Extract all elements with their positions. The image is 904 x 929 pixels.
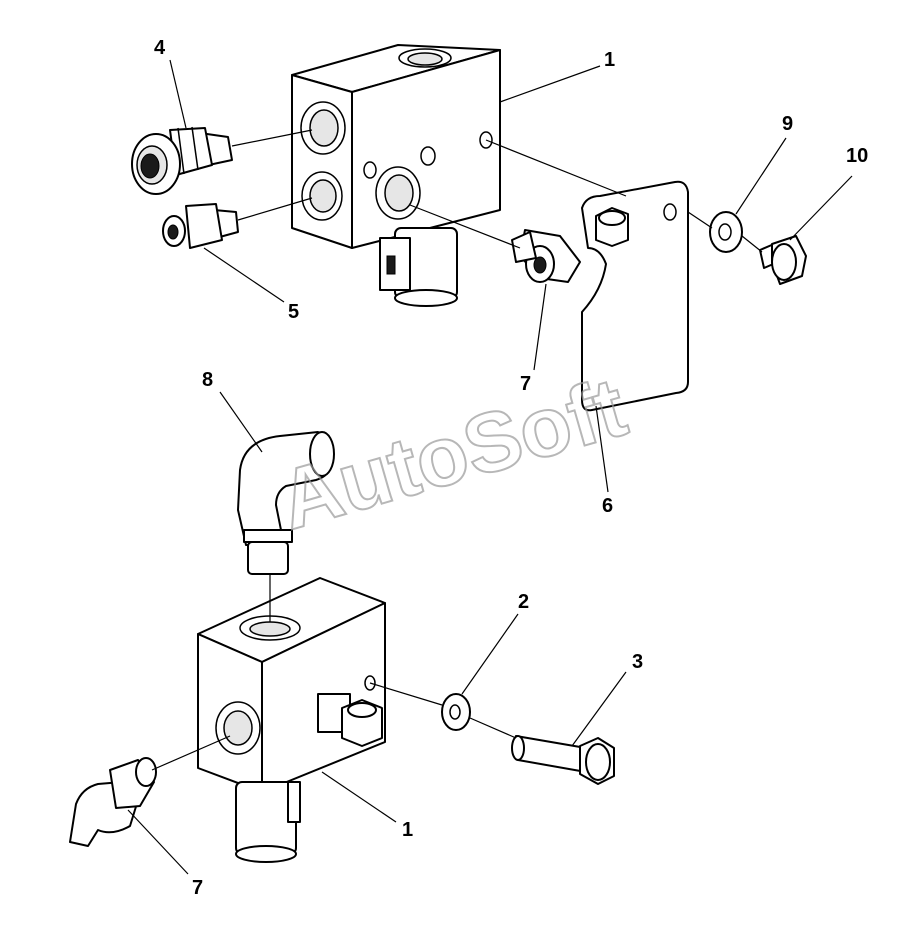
fitting-part-5	[162, 203, 239, 249]
bracket-part-6	[581, 180, 689, 412]
callout-1-top: 1	[604, 49, 615, 71]
watermark-text: AutoSoft	[269, 359, 636, 547]
callout-1-bottom: 1	[402, 819, 413, 841]
elbow-fitting-part-7-lower	[69, 757, 157, 847]
callout-6: 6	[602, 495, 613, 517]
valve-block-upper	[291, 44, 501, 307]
assembly-lines	[151, 129, 763, 771]
callout-8: 8	[202, 369, 213, 391]
elbow-fitting-part-8	[237, 431, 335, 575]
valve-block-lower	[197, 577, 386, 863]
callout-2: 2	[518, 591, 529, 613]
callout-10: 10	[846, 145, 868, 167]
callout-5: 5	[288, 301, 299, 323]
callout-3: 3	[632, 651, 643, 673]
washer-part-9	[709, 211, 743, 253]
callout-9: 9	[782, 113, 793, 135]
fitting-part-4	[131, 126, 233, 195]
callout-4: 4	[154, 37, 166, 59]
callout-leaders	[127, 59, 853, 875]
callout-7-upper: 7	[520, 373, 531, 395]
callout-7-lower: 7	[192, 877, 203, 899]
bolt-part-10	[759, 235, 807, 285]
elbow-fitting-part-7-upper	[511, 229, 581, 283]
bolt-part-3	[511, 735, 615, 785]
callout-labels: 1 4 5 7 9 10 8 6 2 3 1 7	[154, 37, 868, 899]
washer-part-2	[441, 693, 471, 731]
